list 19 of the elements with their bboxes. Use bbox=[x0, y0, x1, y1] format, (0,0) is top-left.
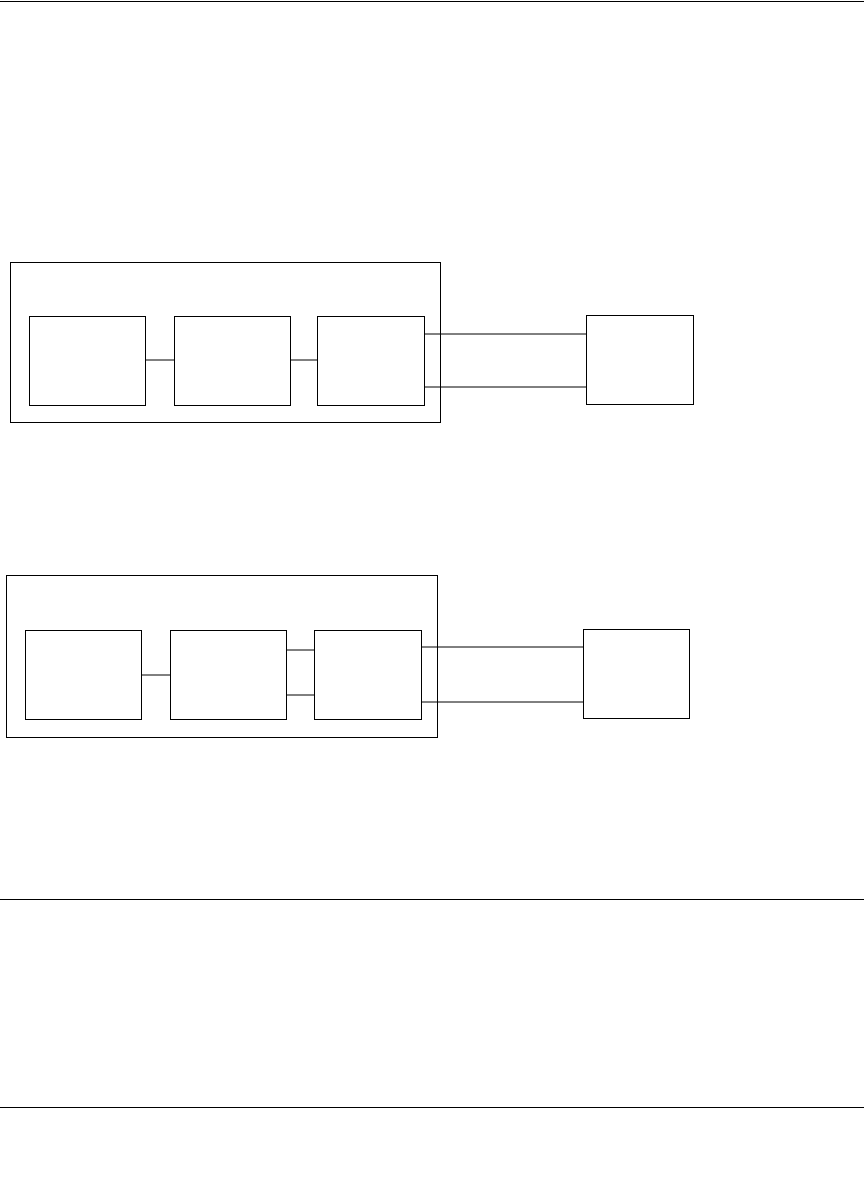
empty-box bbox=[170, 630, 287, 720]
empty-box bbox=[317, 316, 425, 406]
connector-line bbox=[286, 694, 315, 696]
empty-box bbox=[29, 316, 146, 406]
empty-box bbox=[314, 630, 422, 720]
empty-box bbox=[583, 629, 690, 719]
connector-line bbox=[145, 359, 175, 361]
empty-box bbox=[586, 315, 694, 405]
connector-line bbox=[424, 386, 587, 388]
connector-line bbox=[290, 359, 318, 361]
connector-line bbox=[421, 646, 584, 648]
empty-box bbox=[25, 630, 142, 720]
connector-line bbox=[421, 701, 584, 703]
empty-box bbox=[6, 575, 438, 738]
empty-box bbox=[174, 316, 291, 406]
connector-line bbox=[424, 333, 587, 335]
connector-line bbox=[286, 649, 315, 651]
empty-box bbox=[10, 262, 441, 423]
connector-line bbox=[141, 674, 171, 676]
